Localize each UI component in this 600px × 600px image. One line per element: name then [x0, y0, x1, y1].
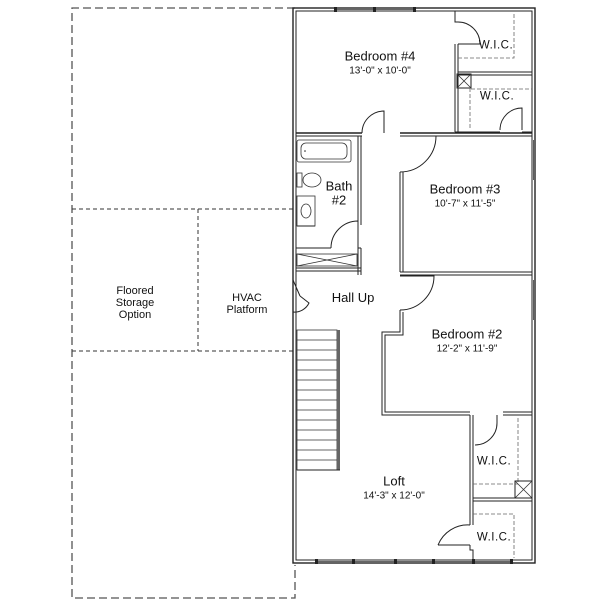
windows-bottom	[315, 559, 513, 564]
room-bedroom4: Bedroom #4 13'-0" x 10'-0"	[344, 48, 416, 77]
room-name: Bedroom #3	[429, 181, 501, 197]
attic-outline	[71, 7, 296, 599]
room-name: Bedroom #2	[431, 326, 503, 342]
room-name: #2	[331, 193, 347, 208]
room-dimensions: 12'-2" x 11'-9"	[436, 343, 498, 355]
room-loft: Loft 14'-3" x 12'-0"	[363, 473, 425, 502]
attic-label-line: HVAC	[232, 291, 262, 304]
room-wic-bottom2: W.I.C.	[476, 531, 512, 544]
room-name: Loft	[383, 473, 405, 489]
attic-label-line: Option	[118, 309, 152, 322]
room-wic-top1: W.I.C.	[478, 39, 514, 52]
bedroom4-walls	[454, 11, 532, 133]
room-hall-up: Hall Up	[331, 289, 375, 305]
room-wic-top2: W.I.C.	[479, 90, 515, 103]
hall-closet-door	[292, 279, 310, 313]
room-bedroom2: Bedroom #2 12'-2" x 11'-9"	[431, 326, 503, 355]
attic-label-line: Floored	[116, 284, 154, 297]
attic-label-line: Platform	[226, 304, 268, 316]
room-bedroom3: Bedroom #3 10'-7" x 11'-5"	[429, 181, 501, 210]
bath2-walls	[296, 136, 362, 275]
bedroom3-walls	[399, 135, 532, 276]
room-dimensions: 13'-0" x 10'-0"	[349, 65, 411, 77]
room-name: Bath	[325, 178, 353, 194]
attic-floored-storage: Floored Storage Option	[116, 285, 155, 321]
room-dimensions: 14'-3" x 12'-0"	[363, 490, 425, 502]
room-dimensions: 10'-7" x 11'-5"	[434, 198, 496, 210]
room-wic-bottom1: W.I.C.	[476, 455, 512, 468]
room-bath2: Bath #2	[325, 178, 353, 209]
attic-label-line: Storage	[115, 296, 155, 309]
attic-hvac-platform: HVAC Platform	[227, 292, 268, 316]
windows-top	[334, 7, 416, 12]
bottom-wic-walls	[437, 415, 533, 560]
room-name: Bedroom #4	[344, 48, 416, 64]
bedroom2-walls	[381, 275, 532, 416]
staircase	[296, 329, 340, 471]
